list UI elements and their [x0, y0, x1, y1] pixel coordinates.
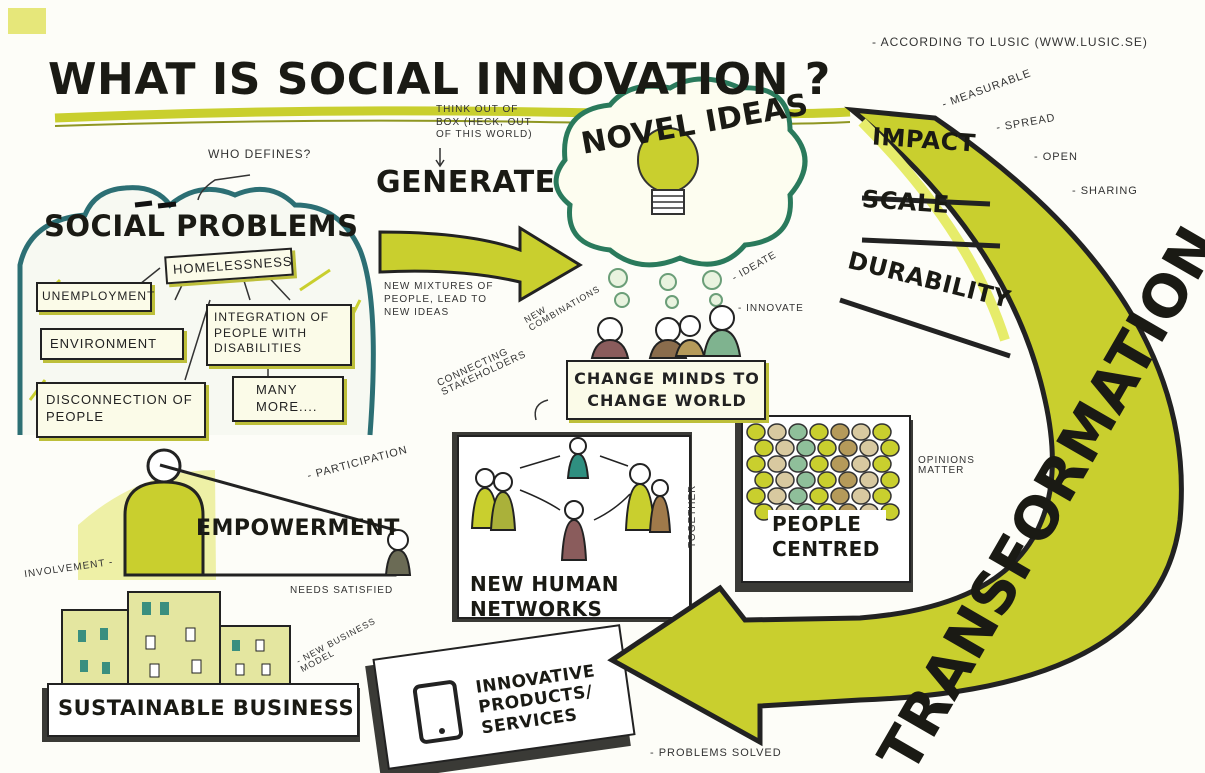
thought-bubble: [665, 295, 679, 309]
problem-disconnection-label: DISCONNECTION OF PEOPLE: [46, 392, 193, 424]
tablet-icon: [412, 680, 464, 744]
together-note: TOGETHER: [687, 484, 698, 548]
social-problems-heading: SOCIAL PROBLEMS: [44, 209, 359, 243]
crowd-person: [767, 423, 787, 441]
crowd-person: [809, 423, 829, 441]
cloud-eyes: [134, 200, 177, 209]
opinions-note: OPINIONS MATTER: [918, 455, 975, 476]
crowd-person: [830, 455, 850, 473]
problems-solved-note: - PROBLEMS SOLVED: [650, 747, 782, 759]
crowd-person: [838, 471, 858, 489]
problem-integration: INTEGRATION OF PEOPLE WITH DISABILITIES: [206, 304, 352, 366]
crowd-person: [830, 487, 850, 505]
generate-label: GENERATE: [376, 165, 556, 200]
thought-bubble: [702, 270, 722, 290]
thought-bubble: [709, 293, 723, 307]
empowered-person-body: [123, 480, 205, 577]
lightbulb-thread: [652, 195, 684, 209]
impact-label: IMPACT: [871, 122, 977, 158]
source-note: - ACCORDING TO LUSIC (WWW.LUSIC.SE): [872, 35, 1148, 49]
open-note: - OPEN: [1034, 151, 1078, 163]
crowd-person: [817, 439, 837, 457]
crowd-person: [796, 471, 816, 489]
scale-underline: [861, 237, 1001, 249]
problem-unemployment: UNEMPLOYMENT: [36, 282, 156, 312]
sharing-note: - SHARING: [1072, 185, 1138, 197]
crowd-person: [817, 471, 837, 489]
problem-environment: ENVIRONMENT: [40, 328, 184, 360]
network-people: [470, 437, 672, 561]
crowd-person: [872, 455, 892, 473]
think-note: THINK OUT OF BOX (HECK, OUT OF THIS WORL…: [436, 104, 533, 140]
crowd-person: [788, 423, 808, 441]
crowd-person: [788, 455, 808, 473]
crowd-person: [746, 423, 766, 441]
needs-satisfied-note: NEEDS SATISFIED: [290, 585, 394, 596]
people-centred-label: PEOPLE CENTRED: [768, 510, 886, 564]
crowd-person: [880, 471, 900, 489]
crowd-person: [775, 471, 795, 489]
crowd-person: [859, 471, 879, 489]
crowd-person: [746, 455, 766, 473]
crowd-person: [775, 439, 795, 457]
who-defines-note: WHO DEFINES?: [208, 147, 312, 161]
crowd-person: [767, 487, 787, 505]
scale-label: SCALE: [861, 184, 951, 220]
thought-bubble: [614, 292, 630, 308]
page-title: WHAT IS SOCIAL INNOVATION ?: [48, 54, 831, 105]
problem-environment-label: ENVIRONMENT: [50, 336, 158, 351]
innovate-note: - INNOVATE: [738, 303, 804, 314]
generate-arrow: [378, 225, 583, 303]
connecting-pointer: [534, 399, 549, 421]
crowd-person: [788, 487, 808, 505]
crowd: [746, 423, 900, 521]
business-banner: [47, 683, 359, 737]
crowd-person: [859, 439, 879, 457]
sustainable-business-label: SUSTAINABLE BUSINESS: [58, 696, 355, 720]
thought-bubble: [659, 273, 677, 291]
mixtures-note: NEW MIXTURES OF PEOPLE, LEAD TO NEW IDEA…: [384, 281, 494, 318]
small-person-body: [384, 548, 412, 576]
problem-disconnection: DISCONNECTION OF PEOPLE: [36, 382, 206, 438]
transformation-arrow: [607, 106, 1184, 747]
empowerment-label: EMPOWERMENT: [196, 516, 400, 541]
crowd-person: [767, 455, 787, 473]
think-pointer: [435, 148, 445, 168]
crowd-person: [838, 439, 858, 457]
crowd-person: [872, 423, 892, 441]
problem-integration-label: INTEGRATION OF PEOPLE WITH DISABILITIES: [214, 310, 330, 356]
crowd-person: [754, 471, 774, 489]
arrow-highlight: [858, 118, 1010, 342]
impact-underline: [861, 195, 991, 207]
crowd-person: [796, 439, 816, 457]
crowd-person: [851, 455, 871, 473]
crowd-person: [851, 487, 871, 505]
buildings: [61, 591, 291, 691]
crowd-person: [746, 487, 766, 505]
problem-unemployment-label: UNEMPLOYMENT: [42, 289, 156, 303]
corner-mark: [8, 8, 46, 34]
networks-label: NEW HUMAN NETWORKS: [470, 572, 620, 621]
tablet-button: [439, 728, 445, 734]
crowd-person: [830, 423, 850, 441]
problem-homelessness-label: HOMELESSNESS: [172, 253, 293, 277]
durability-underline: [839, 297, 1011, 359]
crowd-person: [809, 455, 829, 473]
ideating-people: [590, 305, 742, 359]
crowd-person: [851, 423, 871, 441]
crowd-person: [754, 439, 774, 457]
crowd-person: [880, 439, 900, 457]
crowd-person: [809, 487, 829, 505]
change-minds-box: CHANGE MINDS TO CHANGE WORLD: [566, 360, 766, 420]
problem-many-more-label: MANY MORE....: [256, 382, 318, 414]
problem-many-more: MANY MORE....: [232, 376, 344, 422]
crowd-person: [872, 487, 892, 505]
who-defines-pointer: [197, 174, 251, 201]
thought-bubble: [608, 268, 628, 288]
change-minds-label: CHANGE MINDS TO CHANGE WORLD: [574, 369, 760, 411]
